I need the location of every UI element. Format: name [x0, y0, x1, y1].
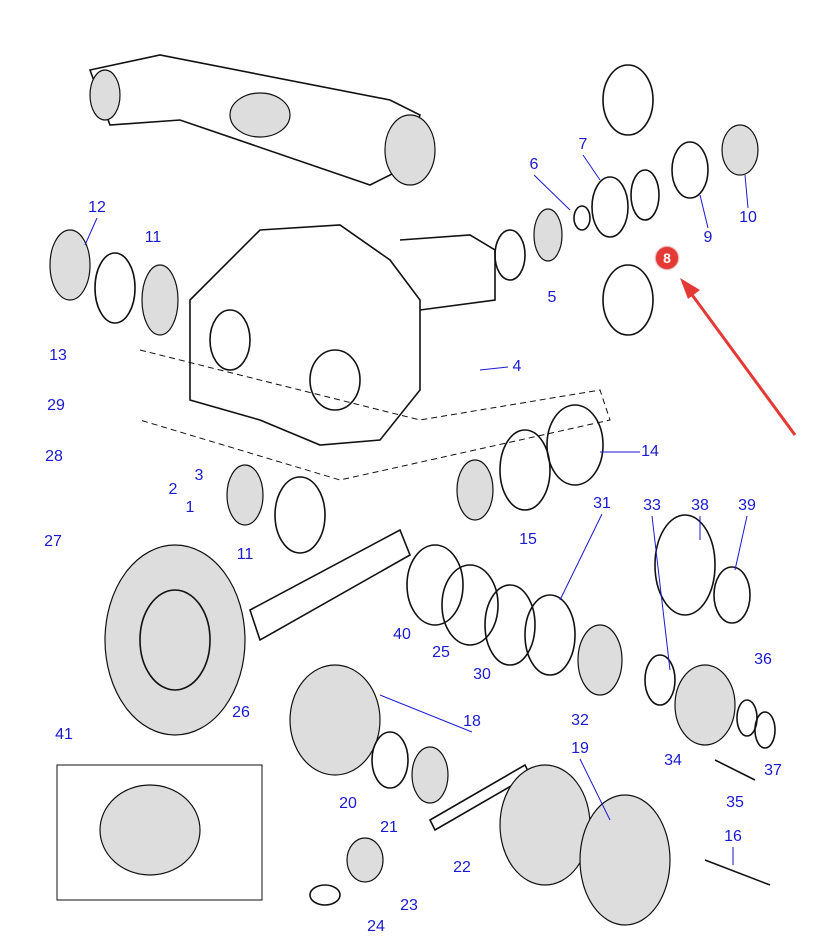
- part-label-3: 3: [194, 467, 204, 484]
- part-label-21: 21: [380, 819, 398, 836]
- leader-lines: [84, 154, 749, 865]
- part-label-36: 36: [754, 651, 772, 668]
- part-label-40: 40: [393, 626, 411, 643]
- part-label-7: 7: [578, 136, 588, 153]
- part-label-37: 37: [764, 762, 782, 779]
- highlighted-part-badge-8[interactable]: 8: [656, 247, 678, 269]
- part-label-10: 10: [739, 209, 757, 226]
- part-label-41: 41: [55, 726, 73, 743]
- part-label-30: 30: [473, 666, 491, 683]
- part-label-31: 31: [593, 495, 611, 512]
- part-label-22: 22: [453, 859, 471, 876]
- part-label-28: 28: [45, 448, 63, 465]
- part-label-4: 4: [512, 358, 522, 375]
- pinion-drawing: [104, 404, 604, 736]
- part-label-19: 19: [571, 740, 589, 757]
- part-label-23: 23: [400, 897, 418, 914]
- part-label-20: 20: [339, 795, 357, 812]
- part-label-5: 5: [547, 289, 557, 306]
- part-label-25: 25: [432, 644, 450, 661]
- part-label-6: 6: [529, 156, 539, 173]
- part-label-33: 33: [643, 497, 661, 514]
- part-label-38: 38: [691, 497, 709, 514]
- part-label-35: 35: [726, 794, 744, 811]
- part-label-12: 12: [88, 199, 106, 216]
- part-label-34: 34: [664, 752, 682, 769]
- part-label-18: 18: [463, 713, 481, 730]
- part-label-2: 2: [168, 481, 178, 498]
- part-label-29: 29: [47, 397, 65, 414]
- part-label-1: 1: [185, 499, 195, 516]
- part-label-9: 9: [703, 229, 713, 246]
- part-label-16: 16: [724, 828, 742, 845]
- part-label-14: 14: [641, 443, 659, 460]
- part-label-27: 27: [44, 533, 62, 550]
- axle-overview-drawing: [88, 54, 436, 186]
- axle-housing-drawing: [139, 224, 611, 481]
- part-label-39: 39: [738, 497, 756, 514]
- bearing-rings-drawing: [49, 64, 759, 336]
- part-label-32: 32: [571, 712, 589, 729]
- part-label-11b: 11: [236, 546, 254, 563]
- part-label-13: 13: [49, 347, 67, 364]
- part-label-11: 11: [144, 229, 162, 246]
- part-label-15: 15: [519, 531, 537, 548]
- highlight-arrow: [680, 278, 797, 436]
- part-label-24: 24: [367, 918, 385, 935]
- differential-drawing: [56, 514, 776, 926]
- part-label-26: 26: [232, 704, 250, 721]
